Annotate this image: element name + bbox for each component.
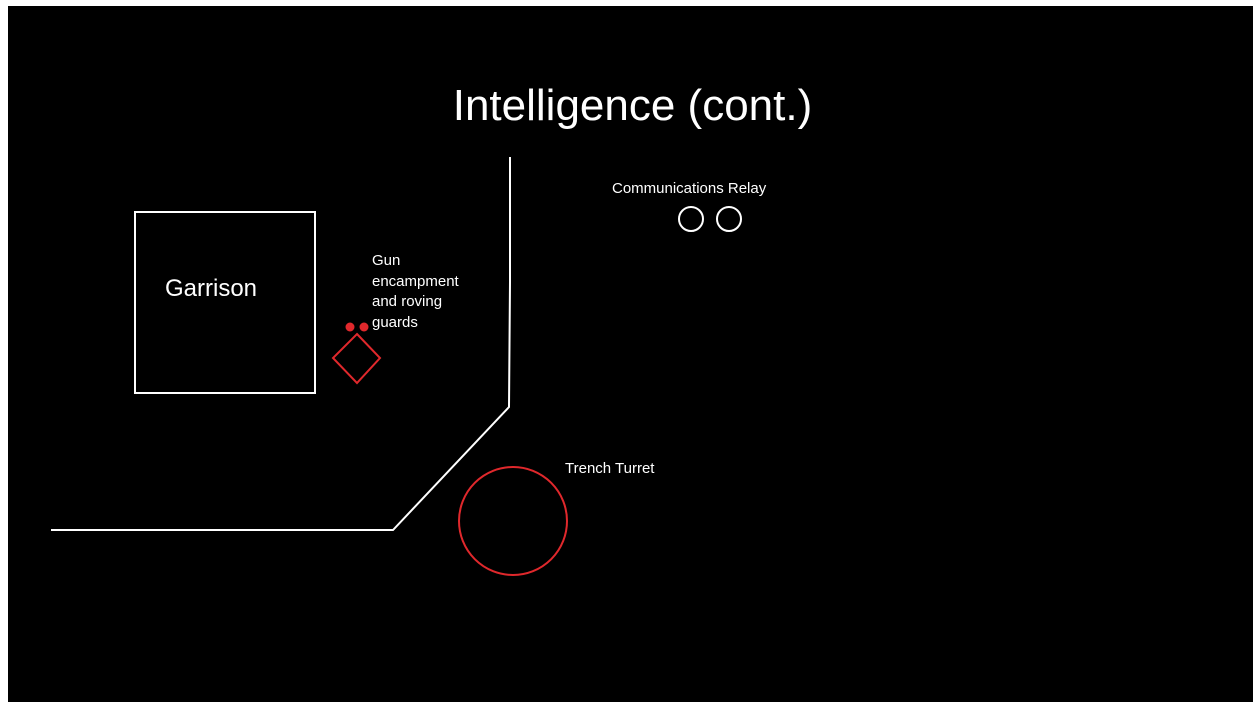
trench-turret-icon	[458, 466, 568, 576]
roving-guard-dot	[359, 322, 369, 332]
perimeter-wall	[51, 157, 511, 531]
garrison-building	[134, 211, 316, 394]
gun-encampment-icon	[331, 332, 382, 385]
slide-title: Intelligence (cont.)	[452, 81, 813, 130]
slide: Intelligence (cont.) Garrison Gun encamp…	[8, 6, 1253, 702]
garrison-label: Garrison	[165, 275, 258, 302]
roving-guard-dot	[345, 322, 355, 332]
trench-turret-label: Trench Turret	[565, 460, 655, 477]
communications-relay-label: Communications Relay	[612, 180, 767, 197]
tactical-map	[51, 157, 742, 576]
relay-node-icon	[716, 206, 742, 232]
relay-node-icon	[678, 206, 704, 232]
gun-encampment-label: Gun encampment and roving guards	[372, 252, 459, 331]
